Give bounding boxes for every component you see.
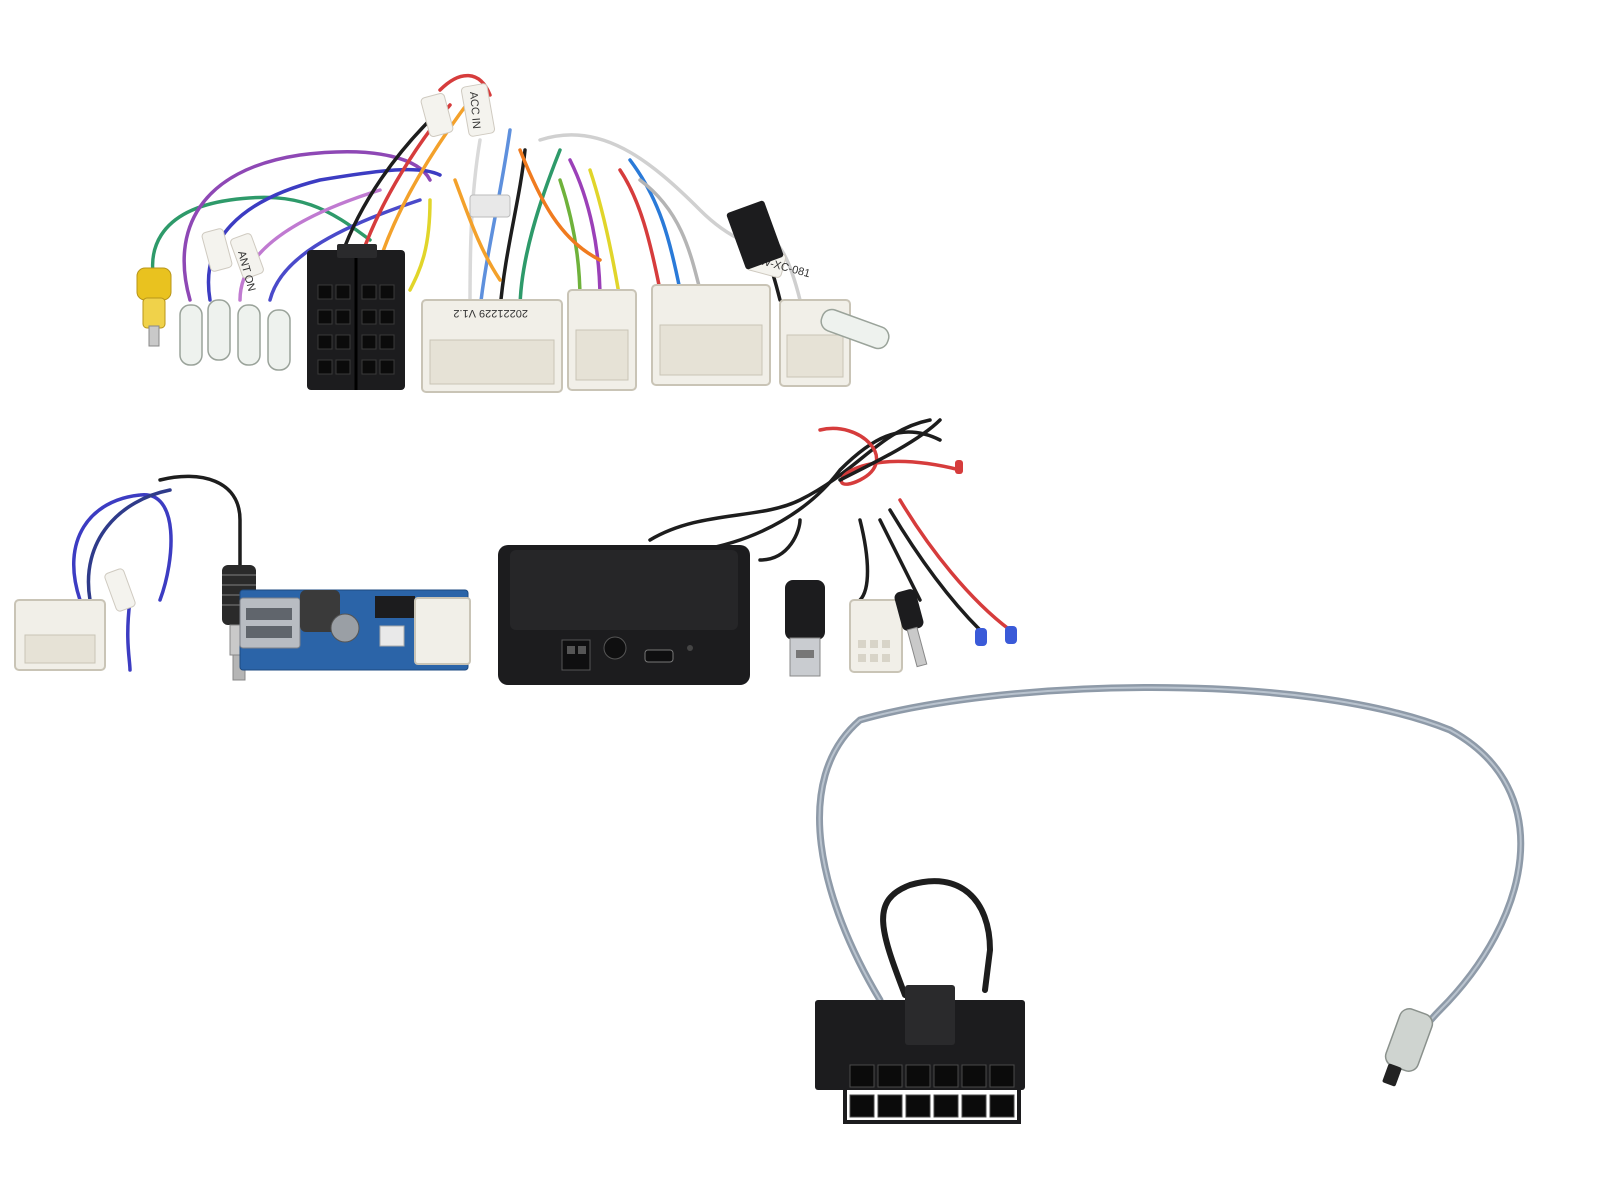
audio-jack-plug [894,589,928,668]
rca-plug [136,267,172,347]
usb-a-plug [785,580,825,677]
bullet-connectors [179,299,291,371]
usb-interface-board [239,589,471,671]
interface-box [498,418,1012,685]
version-label: 20221229 V1.2 [453,307,528,319]
cable-bullet-end [1382,1008,1434,1087]
small-black-connector [726,200,784,270]
iso-black-connector [307,244,405,390]
steering-control-cable [815,684,1525,1124]
antenna-adapter [14,474,256,681]
small-white-connector [849,599,903,673]
main-wiring-harness: ANT ON ACC IN CW-XC-081 [136,73,890,393]
white-vehicle-connector-1: 20221229 V1.2 [421,299,563,393]
right-bullet-connector [820,308,890,350]
white-vehicle-connector-2 [567,289,637,391]
white-vehicle-connector-3 [651,284,771,386]
wire-end-caps [955,460,1017,646]
acc-label: ACC IN [467,91,482,129]
black-molex-connector [815,985,1025,1124]
